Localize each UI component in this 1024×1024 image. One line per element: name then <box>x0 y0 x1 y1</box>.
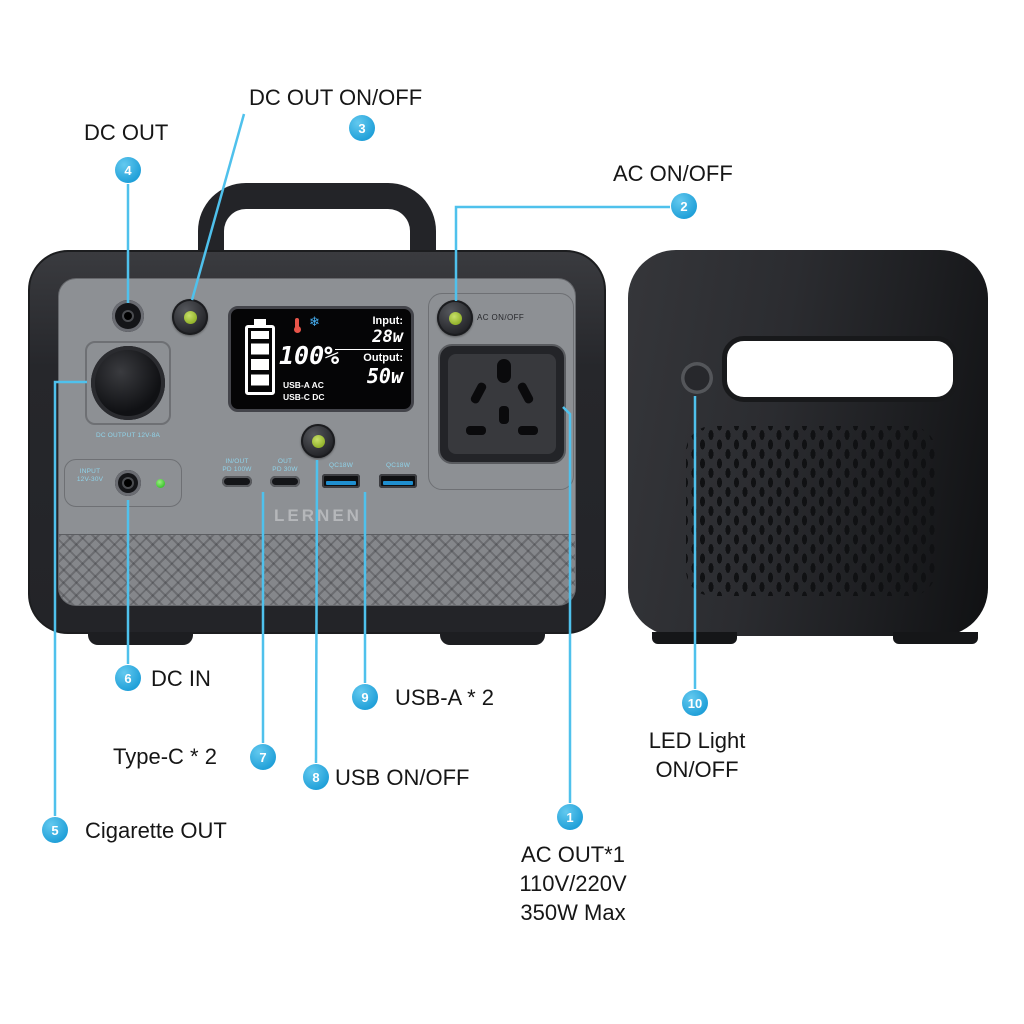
usba-port2-label: QC18W <box>385 462 411 469</box>
speaker-vent-grille <box>686 426 936 596</box>
battery-percent: 100% <box>279 341 340 370</box>
badge-1: 1 <box>557 804 583 830</box>
ac-outlet-face <box>448 354 556 454</box>
dc-input-label-line1: INPUT <box>79 468 101 475</box>
callout-ac-out-line1: AC OUT*1 <box>521 842 625 867</box>
brand-logo: LERNEN <box>274 506 362 525</box>
outlet-slot-bottom-left <box>466 426 486 435</box>
side-foot-left <box>652 632 737 644</box>
callout-led-light: LED Light ON/OFF <box>617 726 777 784</box>
ac-outlet <box>438 344 566 464</box>
callout-ac-onoff: AC ON/OFF <box>613 161 733 186</box>
usba-port-2 <box>379 474 417 488</box>
callout-usb-onoff: USB ON/OFF <box>335 765 470 790</box>
cigarette-socket <box>91 346 165 420</box>
typec-port1-label: IN/OUT PD 100W <box>213 458 261 474</box>
lcd-display: ❄ 100% USB-A AC USB-C DC Input: 28w Outp… <box>228 306 414 412</box>
output-watts: 50w <box>366 364 403 388</box>
side-foot-right <box>893 632 978 644</box>
cigarette-socket-label: DC OUTPUT 12V-8A <box>95 432 161 439</box>
front-foot-left <box>88 632 193 645</box>
side-handle-cutout <box>722 336 958 402</box>
dc-input-label: INPUT 12V-30V <box>68 468 112 484</box>
usba-port1-label: QC18W <box>328 462 354 469</box>
dc-out-onoff-button <box>172 299 208 335</box>
output-label: Output: <box>363 352 403 364</box>
typec-port2-label-line1: OUT <box>277 458 293 465</box>
callout-ac-out-line2: 110V/220V <box>519 871 627 896</box>
battery-icon <box>245 319 275 395</box>
callout-led-light-line1: LED Light <box>648 728 746 753</box>
outlet-slot-left <box>469 381 488 405</box>
typec-port-2 <box>270 476 300 487</box>
badge-4: 4 <box>115 157 141 183</box>
callout-usb-a: USB-A * 2 <box>395 685 495 710</box>
badge-3: 3 <box>349 115 375 141</box>
callout-ac-out: AC OUT*1 110V/220V 350W Max <box>490 840 656 927</box>
snowflake-icon: ❄ <box>309 314 320 329</box>
input-watts: 28w <box>335 327 403 350</box>
thermometer-icon <box>293 318 301 333</box>
charge-indicator-led <box>156 479 165 488</box>
badge-5: 5 <box>42 817 68 843</box>
callout-dc-out-onoff: DC OUT ON/OFF <box>249 85 423 110</box>
ac-onoff-button-label: AC ON/OFF <box>477 313 525 322</box>
callout-dc-out: DC OUT <box>84 120 169 145</box>
typec-port-1 <box>222 476 252 487</box>
dc-output-jack <box>112 300 144 332</box>
front-foot-right <box>440 632 545 645</box>
callout-dc-in: DC IN <box>151 666 211 691</box>
badge-2: 2 <box>671 193 697 219</box>
lcd-port-rows: USB-A AC USB-C DC <box>283 379 325 403</box>
badge-8: 8 <box>303 764 329 790</box>
typec-port2-label-line2: PD 30W <box>272 466 298 473</box>
front-hatch-texture <box>58 534 576 606</box>
badge-9: 9 <box>352 684 378 710</box>
outlet-slot-bottom-right <box>518 426 538 435</box>
dc-input-jack <box>115 470 141 496</box>
outlet-slot-top <box>497 359 511 383</box>
input-label: Input: <box>372 315 403 327</box>
lcd-power-readouts: Input: 28w Output: 50w <box>335 315 403 388</box>
dc-input-label-line2: 12V-30V <box>76 476 104 483</box>
led-light-button <box>681 362 713 394</box>
callout-ac-out-line3: 350W Max <box>520 900 626 925</box>
typec-port2-label: OUT PD 30W <box>261 458 309 474</box>
badge-6: 6 <box>115 665 141 691</box>
badge-10: 10 <box>682 690 708 716</box>
usb-onoff-button <box>301 424 335 458</box>
callout-led-light-line2: ON/OFF <box>655 757 739 782</box>
callout-cigarette-out: Cigarette OUT <box>85 818 227 843</box>
lcd-port-row-1: USB-A AC <box>283 380 324 390</box>
outlet-slot-center <box>499 406 509 424</box>
callout-type-c: Type-C * 2 <box>113 744 217 769</box>
outlet-slot-right <box>516 381 535 405</box>
badge-7: 7 <box>250 744 276 770</box>
typec-port1-label-line2: PD 100W <box>222 466 252 473</box>
lcd-port-row-2: USB-C DC <box>283 392 325 402</box>
typec-port1-label-line1: IN/OUT <box>225 458 249 465</box>
ac-onoff-button <box>437 300 473 336</box>
usba-port-1 <box>322 474 360 488</box>
